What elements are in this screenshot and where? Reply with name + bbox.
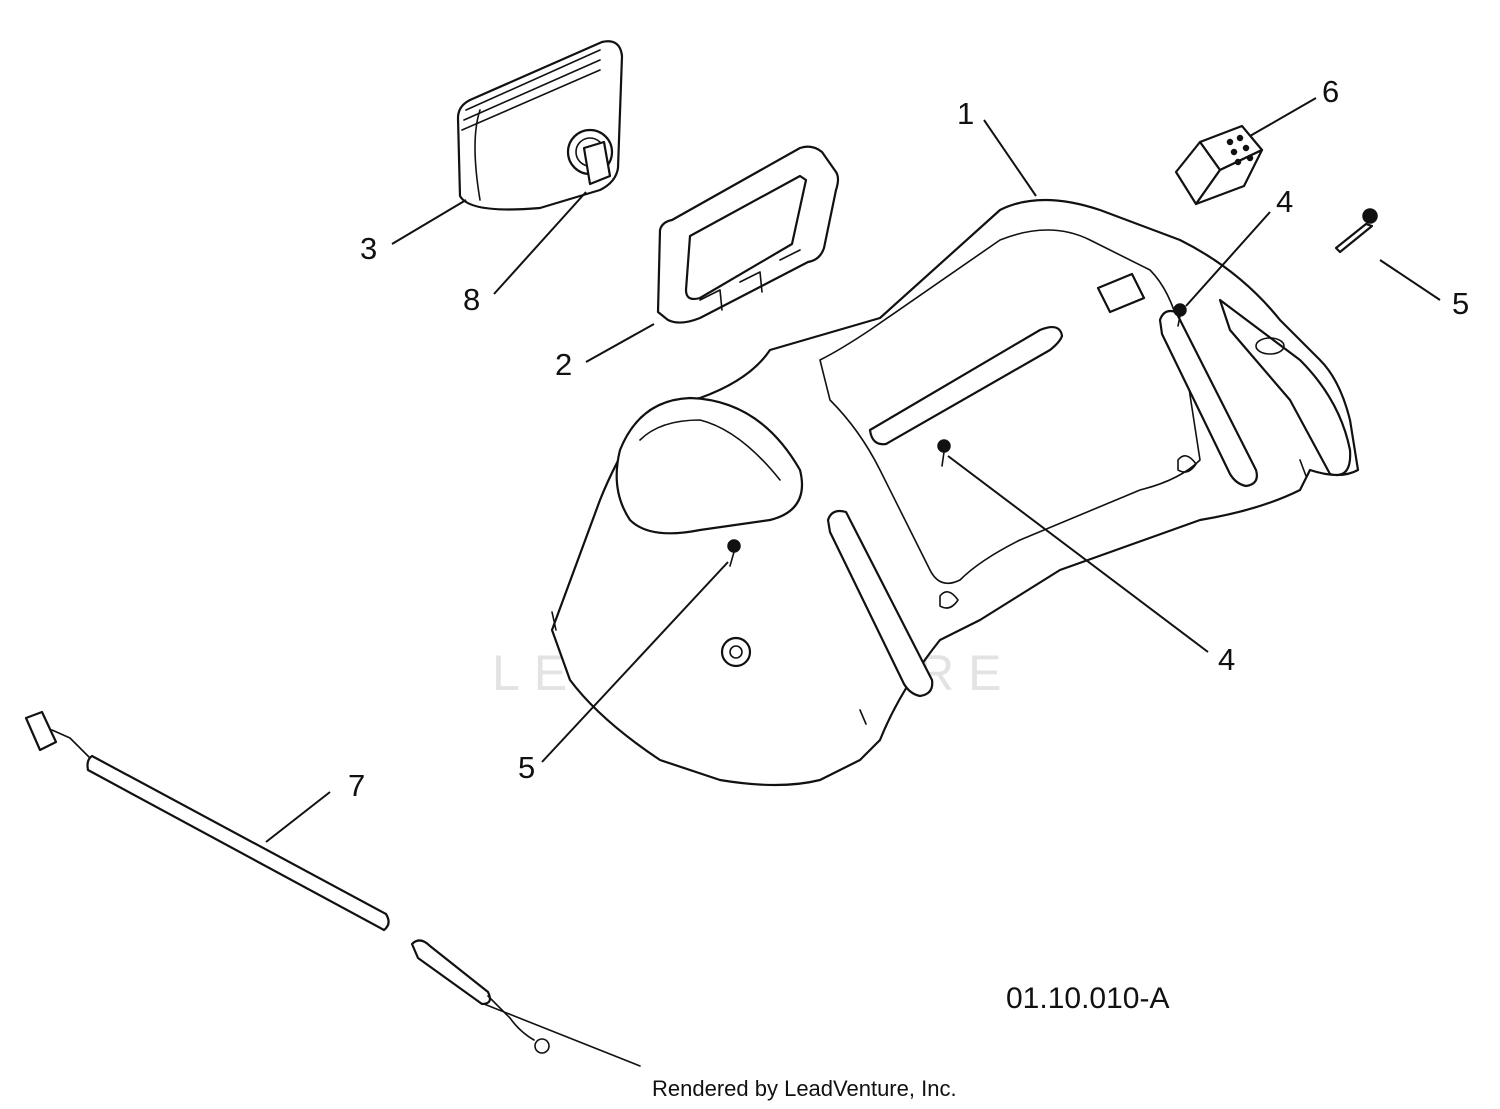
part-1-hood[interactable]	[550, 198, 1360, 787]
part-3-headlight[interactable]	[456, 40, 624, 211]
part-5-bolt-right[interactable]	[1334, 208, 1378, 254]
callout-1: 1	[957, 96, 974, 131]
callout-3: 3	[360, 231, 377, 266]
leader-lines	[265, 97, 1441, 843]
render-credit: Rendered by LeadVenture, Inc.	[652, 1076, 957, 1101]
callout-6: 6	[1322, 74, 1339, 109]
part-5-bolt-left[interactable]	[727, 539, 741, 567]
diagram-reference-code: 01.10.010-A	[1006, 982, 1169, 1015]
callout-4-top: 4	[1276, 184, 1293, 219]
callout-5-right: 5	[1452, 286, 1469, 321]
callout-2: 2	[555, 347, 572, 382]
part-7-wiring-harness[interactable]	[24, 710, 641, 1067]
callout-5-left: 5	[518, 750, 535, 785]
callout-labels: 1 2 3 4 4 5 5 6 7 8	[348, 74, 1469, 803]
callout-7: 7	[348, 768, 365, 803]
part-4-screw-top[interactable]	[1173, 303, 1187, 327]
part-6-switch[interactable]	[1174, 124, 1264, 206]
part-2-headlight-bezel[interactable]	[656, 145, 840, 324]
callout-8: 8	[463, 282, 480, 317]
callout-4-center: 4	[1218, 642, 1235, 677]
part-4-screw-center[interactable]	[937, 439, 951, 467]
